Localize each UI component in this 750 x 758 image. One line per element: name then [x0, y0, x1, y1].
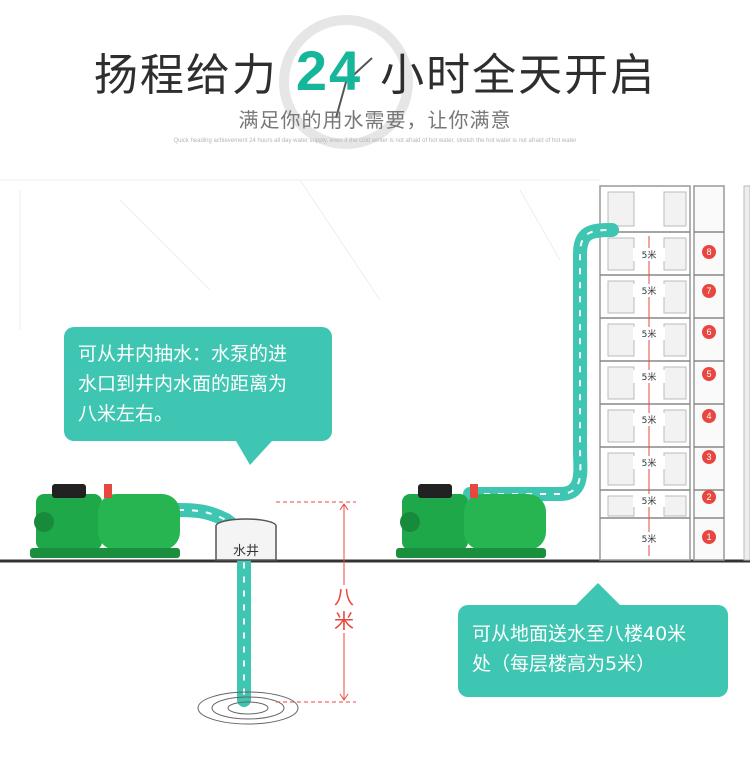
callout-right-line-1: 可从地面送水至八楼40米 [472, 623, 687, 645]
well-label: 水井 [232, 544, 259, 559]
floor-height-label: 5米 [633, 413, 665, 426]
callout-left-line-1: 可从井内抽水：水泵的进 [78, 343, 288, 365]
background-lines [0, 179, 600, 330]
floor-height-label: 5米 [633, 327, 665, 340]
callout-building-delivery: 可从地面送水至八楼40米 处（每层楼高为5米） [458, 583, 728, 697]
floor-number-badge: 4 [702, 409, 716, 423]
floor-height-label: 5米 [633, 284, 665, 297]
water-pump-left [30, 484, 180, 558]
clock-icon [279, 15, 413, 149]
water-pump-right [396, 484, 546, 558]
title-number: 24 [295, 39, 363, 102]
floor-number-badge: 7 [702, 284, 716, 298]
floor-height-label: 5米 [633, 370, 665, 383]
floor-height-label: 5米 [633, 532, 665, 545]
callout-left-line-3: 八米左右。 [78, 403, 174, 425]
floor-number-badge: 1 [702, 530, 716, 544]
well [215, 518, 277, 561]
water-ripple-icon [197, 691, 299, 725]
floor-height-label: 5米 [633, 456, 665, 469]
floor-number-badge: 6 [702, 325, 716, 339]
callout-well-suction: 可从井内抽水：水泵的进 水口到井内水面的距离为 八米左右。 [64, 327, 332, 465]
english-caption: Quick heading achievement 24 hours all d… [173, 138, 577, 144]
page-subtitle: 满足你的用水需要，让你满意 [238, 108, 512, 132]
title-after: 小时全天开启 [380, 49, 657, 101]
floor-number-badge: 2 [702, 490, 716, 504]
callout-left-line-2: 水口到井内水面的距离为 [78, 373, 288, 395]
title-before: 扬程给力 [93, 49, 278, 101]
floor-height-label: 5米 [633, 494, 665, 507]
floor-number-badge: 3 [702, 450, 716, 464]
page-title: 扬程给力 24 小时全天开启 [0, 38, 750, 103]
callout-right-line-2: 处（每层楼高为5米） [472, 653, 656, 675]
depth-label: 八米 [332, 585, 356, 633]
floor-number-badge: 8 [702, 245, 716, 259]
building [599, 185, 750, 561]
floor-height-label: 5米 [633, 248, 665, 261]
floor-number-badge: 5 [702, 367, 716, 381]
pipe-building [463, 223, 619, 501]
